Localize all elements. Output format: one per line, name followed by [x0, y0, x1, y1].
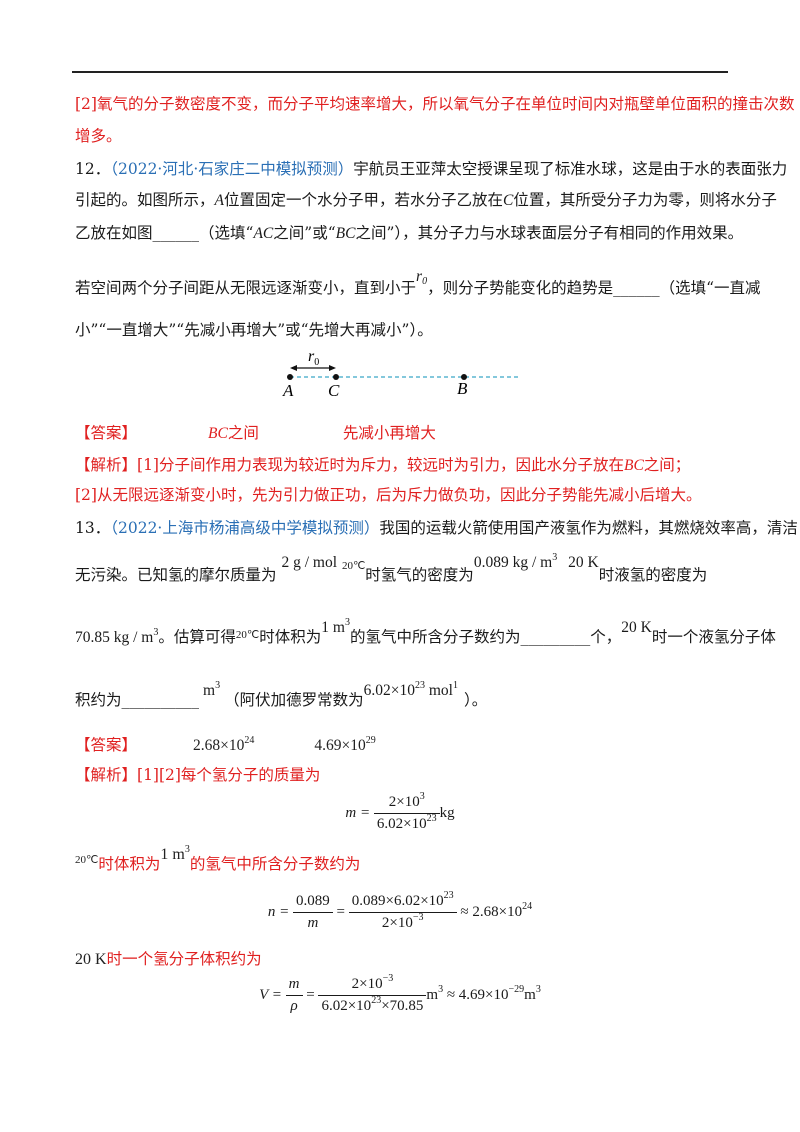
q12-line5: 小”“一直增大”“先减小再增大”或“先增大再减小”）。 — [75, 321, 433, 339]
label-b: B — [457, 379, 468, 398]
q12-source: （2022·河北·石家庄二中模拟预测） — [110, 160, 354, 178]
r0-arrow-right-head — [329, 365, 336, 371]
point-a — [287, 374, 293, 380]
q13-number: 13． — [75, 519, 111, 537]
q13-source: （2022·上海市杨浦高级中学模拟预测） — [110, 519, 380, 537]
q12-line2: 引起的。如图所示，A位置固定一个水分子甲，若水分子乙放在C位置，其所受分子力为零… — [75, 191, 777, 209]
q12-analysis2: [2]从无限远逐渐变小时，先为引力做正功，后为斥力做负功，因此分子势能先减小后增… — [75, 486, 702, 504]
label-a: A — [282, 381, 294, 400]
q13-line3: 70.85 kg / m3。估算可得20℃时体积为1 m3的氢气中所含分子数约为… — [75, 617, 776, 646]
point-c — [333, 374, 339, 380]
r0-arrow-left-head — [290, 365, 297, 371]
header-rule — [72, 71, 728, 73]
q13-line4: 积约为__________m3（阿伏加德罗常数为6.02×1023 mol1）。 — [75, 680, 488, 709]
molecule-figure: r0 A C B — [282, 350, 520, 400]
q12-line3: 乙放在如图______（选填“AC之间”或“BC之间”），其分子力与水球表面层分… — [75, 224, 744, 242]
q12-answer: 【答案】BC之间先减小再增大 — [75, 424, 436, 442]
point-b — [461, 374, 467, 380]
prev-analysis-line2: 增多。 — [75, 127, 122, 145]
q13-analysis1: 【解析】[1][2]每个氢分子的质量为 — [75, 766, 321, 784]
q13-line2: 无污染。已知氢的摩尔质量为 2 g / mol 20℃时氢气的密度为0.089 … — [75, 552, 708, 584]
q13-analysis3: 20 K时一个氢分子体积约为 — [75, 950, 262, 968]
q12-analysis1: 【解析】[1]分子间作用力表现为较近时为斥力，较远时为引力，因此水分子放在BC之… — [75, 456, 691, 474]
prev-analysis-line1: [2]氧气的分子数密度不变，而分子平均速率增大，所以氧气分子在单位时间内对瓶壁单… — [75, 95, 795, 113]
q12-line4: 若空间两个分子间距从无限远逐渐变小，直到小于r0，则分子势能变化的趋势是____… — [75, 268, 761, 297]
q12-line1: 12．（2022·河北·石家庄二中模拟预测）宇航员王亚萍太空授课呈现了标准水球，… — [75, 160, 788, 178]
q13-line1: 13．（2022·上海市杨浦高级中学模拟预测）我国的运载火箭使用国产液氢作为燃料… — [75, 519, 798, 537]
label-c: C — [328, 381, 340, 400]
label-r0: r0 — [308, 350, 319, 368]
q12-blank1[interactable]: ______ — [152, 224, 200, 242]
q13-blank2[interactable]: __________ — [121, 691, 200, 709]
q13-analysis2: 20℃时体积为1 m3的氢气中所含分子数约为 — [75, 844, 361, 873]
q13-blank1[interactable]: _________ — [520, 628, 591, 646]
q12-number: 12． — [75, 160, 111, 178]
q12-blank2[interactable]: ______ — [613, 279, 660, 297]
